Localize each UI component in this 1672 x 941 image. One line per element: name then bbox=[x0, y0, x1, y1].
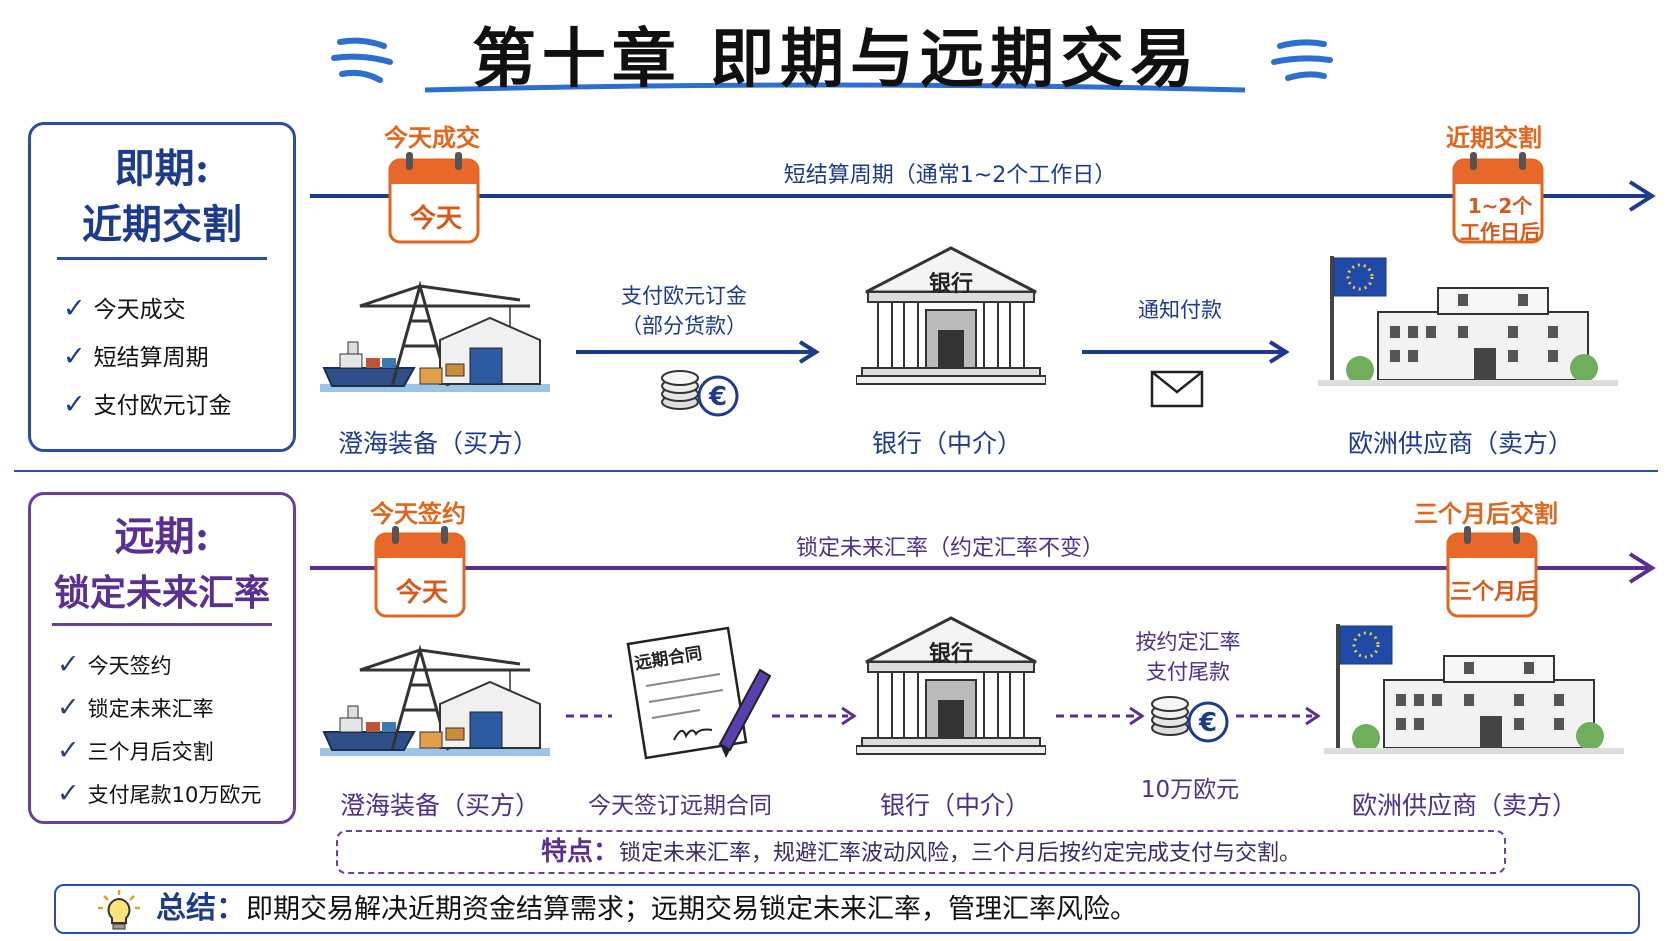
forward-panel: 远期: 锁定未来汇率 ✓今天签约 ✓锁定未来汇率 ✓三个月后交割 ✓支付尾款10… bbox=[28, 492, 296, 824]
spot-check-item: ✓今天成交 bbox=[63, 293, 186, 324]
spot-checklist: ✓今天成交 ✓短结算周期 ✓支付欧元订金 bbox=[63, 285, 232, 429]
spot-pay-label-1: 支付欧元订金 bbox=[621, 284, 747, 308]
section-divider bbox=[14, 470, 1658, 472]
forward-buyer-port-icon bbox=[320, 648, 552, 758]
forward-end-calendar-icon: 三个月后 bbox=[1446, 524, 1542, 622]
bank-sign: 银行 bbox=[928, 272, 973, 297]
spot-bank-icon: 银行 bbox=[854, 244, 1048, 386]
spot-end-calendar-icon: 1~2个 工作日后 bbox=[1452, 150, 1548, 248]
forward-start-label: 今天签约 bbox=[370, 500, 466, 528]
forward-pay-label-2: 支付尾款 bbox=[1146, 660, 1230, 684]
page-title: 第十章 即期与远期交易 bbox=[471, 22, 1201, 97]
spot-timeline-arrow bbox=[310, 180, 1656, 212]
spot-panel-underline bbox=[57, 257, 267, 260]
forward-check-item: ✓今天签约 bbox=[57, 649, 172, 680]
spot-pay-arrow bbox=[576, 340, 820, 364]
spot-notify-label: 通知付款 bbox=[1138, 298, 1222, 322]
forward-checklist: ✓今天签约 ✓锁定未来汇率 ✓三个月后交割 ✓支付尾款10万欧元 bbox=[57, 643, 261, 815]
spot-notify-arrow bbox=[1082, 340, 1290, 364]
features-label: 特点： bbox=[540, 837, 619, 867]
forward-check-item: ✓支付尾款10万欧元 bbox=[57, 778, 262, 809]
spot-buyer-caption: 澄海装备（买方） bbox=[338, 429, 539, 458]
spot-seller-caption: 欧洲供应商（卖方） bbox=[1348, 429, 1574, 458]
forward-check-item: ✓锁定未来汇率 bbox=[57, 692, 214, 723]
forward-arrow-1 bbox=[566, 714, 612, 718]
spot-start-calendar-icon: 今天 bbox=[388, 150, 484, 248]
forward-timeline-label: 锁定未来汇率（约定汇率不变） bbox=[795, 536, 1104, 561]
forward-panel-title-1: 远期: bbox=[114, 513, 210, 560]
forward-pay-label-1: 按约定汇率 bbox=[1135, 630, 1241, 654]
summary-text: 即期交易解决近期资金结算需求；远期交易锁定未来汇率，管理汇率风险。 bbox=[246, 894, 1137, 925]
check-icon: ✓ bbox=[63, 389, 86, 420]
title-decor bbox=[331, 37, 1333, 93]
bank-sign: 银行 bbox=[928, 642, 973, 667]
forward-eu-supplier-building-icon bbox=[1322, 622, 1626, 756]
forward-arrow-4 bbox=[1236, 706, 1321, 726]
spot-check-item: ✓支付欧元订金 bbox=[63, 389, 232, 420]
features-text: 锁定未来汇率，规避汇率波动风险，三个月后按约定完成支付与交割。 bbox=[619, 841, 1302, 866]
spot-panel-title-1: 即期: bbox=[114, 145, 210, 192]
spot-panel: 即期: 近期交割 ✓今天成交 ✓短结算周期 ✓支付欧元订金 bbox=[28, 122, 296, 452]
check-icon: ✓ bbox=[57, 778, 80, 809]
forward-buyer-caption: 澄海装备（买方） bbox=[340, 791, 541, 820]
check-icon: ✓ bbox=[57, 649, 80, 680]
forward-bank-icon: 银行 bbox=[854, 614, 1048, 756]
summary-label: 总结： bbox=[156, 891, 246, 926]
summary-box: 总结：即期交易解决近期资金结算需求；远期交易锁定未来汇率，管理汇率风险。 bbox=[54, 884, 1640, 934]
forward-seller-caption: 欧洲供应商（卖方） bbox=[1352, 791, 1578, 820]
features-box: 特点：锁定未来汇率，规避汇率波动风险，三个月后按约定完成支付与交割。 bbox=[336, 830, 1506, 874]
forward-contract-icon: 远期合同 bbox=[608, 624, 778, 764]
spot-start-label: 今天成交 bbox=[384, 124, 480, 152]
forward-euro-coins-icon bbox=[1150, 695, 1229, 743]
eu-supplier-building-icon bbox=[1316, 254, 1620, 388]
lightbulb-icon bbox=[98, 890, 140, 930]
forward-end-label: 三个月后交割 bbox=[1414, 500, 1558, 528]
forward-arrow-3 bbox=[1056, 706, 1145, 726]
spot-panel-title-2: 近期交割 bbox=[82, 201, 242, 248]
check-icon: ✓ bbox=[63, 341, 86, 372]
buyer-port-icon bbox=[320, 284, 552, 394]
forward-start-calendar-icon: 今天 bbox=[374, 524, 470, 622]
check-icon: ✓ bbox=[63, 293, 86, 324]
forward-panel-underline bbox=[52, 623, 272, 626]
spot-check-item: ✓短结算周期 bbox=[63, 341, 209, 372]
spot-bank-caption: 银行（中介） bbox=[872, 429, 1023, 458]
spot-pay-label-2: （部分货款） bbox=[621, 314, 747, 338]
check-icon: ✓ bbox=[57, 692, 80, 723]
forward-contract-caption: 今天签订远期合同 bbox=[588, 793, 772, 819]
forward-panel-title-2: 锁定未来汇率 bbox=[53, 572, 270, 614]
forward-timeline-arrow bbox=[310, 552, 1656, 584]
forward-check-item: ✓三个月后交割 bbox=[57, 735, 214, 766]
forward-amount: 10万欧元 bbox=[1140, 777, 1240, 803]
spot-end-label: 近期交割 bbox=[1446, 124, 1542, 152]
euro-coins-icon bbox=[660, 369, 739, 417]
check-icon: ✓ bbox=[57, 735, 80, 766]
envelope-icon bbox=[1150, 370, 1204, 408]
forward-bank-caption: 银行（中介） bbox=[880, 791, 1031, 820]
spot-timeline-label: 短结算周期（通常1~2个工作日） bbox=[783, 163, 1117, 188]
forward-arrow-2 bbox=[772, 706, 857, 726]
